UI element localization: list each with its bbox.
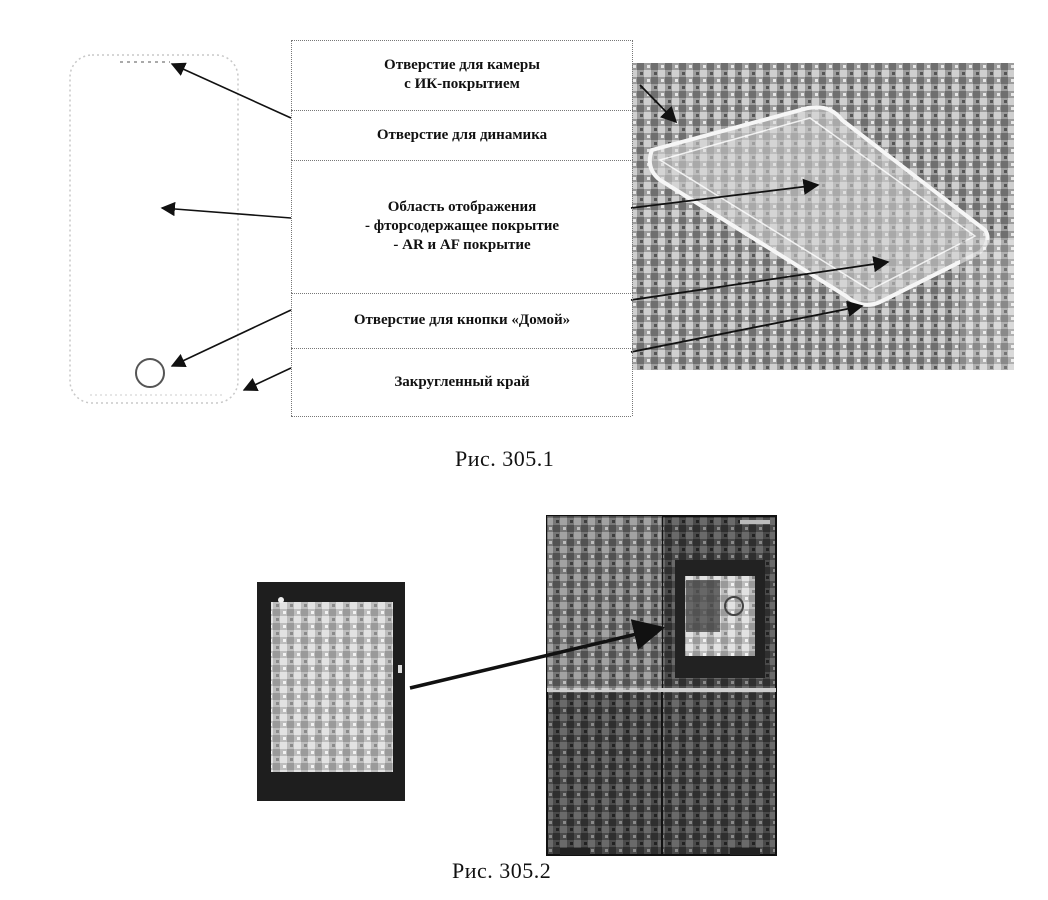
table-separator bbox=[291, 348, 631, 349]
label-home-button-hole-text: Отверстие для кнопки «Домой» bbox=[353, 312, 571, 328]
phone-outline bbox=[69, 54, 239, 404]
label-rounded-edge: Закругленный край bbox=[291, 348, 633, 416]
phone-arrows bbox=[160, 62, 292, 392]
figure-305-2-caption: Рис. 305.2 bbox=[452, 858, 552, 883]
table-separator bbox=[291, 293, 631, 294]
table-top-border bbox=[291, 40, 631, 41]
label-camera-hole-text: Отверстие для камеры с ИК-покрытием bbox=[384, 57, 540, 92]
photo-arrows bbox=[630, 84, 890, 353]
label-camera-hole: Отверстие для камеры с ИК-покрытием bbox=[291, 40, 633, 110]
refrigerator-photo bbox=[546, 515, 777, 856]
glass-protector-photo bbox=[632, 63, 1014, 370]
table-separator bbox=[291, 110, 631, 111]
label-speaker-hole-text: Отверстие для динамика bbox=[376, 126, 548, 143]
label-rounded-edge-text: Закругленный край bbox=[394, 373, 530, 390]
label-display-area: Область отображения - фторсодержащее пок… bbox=[291, 160, 633, 293]
panel-to-fridge-arrow bbox=[409, 619, 666, 690]
display-panel-photo bbox=[257, 582, 405, 801]
label-display-area-text: Область отображения - фторсодержащее пок… bbox=[364, 199, 560, 253]
figure-305-1-caption: Рис. 305.1 bbox=[455, 446, 555, 471]
label-speaker-hole: Отверстие для динамика bbox=[291, 110, 633, 160]
table-separator bbox=[291, 160, 631, 161]
table-bottom-border bbox=[291, 416, 631, 417]
label-home-button-hole: Отверстие для кнопки «Домой» bbox=[291, 293, 633, 348]
